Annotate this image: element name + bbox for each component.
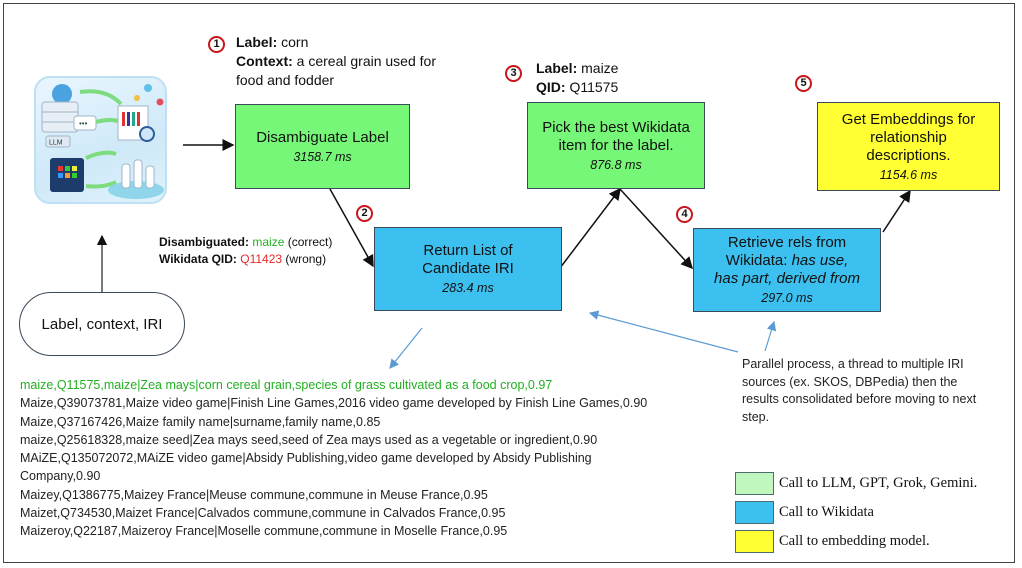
arrow-step1-to-step2 bbox=[329, 188, 374, 268]
box-duration: 283.4 ms bbox=[442, 281, 494, 295]
network-gear-icon bbox=[52, 84, 72, 104]
box-duration: 297.0 ms bbox=[761, 291, 813, 305]
step-2-annotation: Disambiguated: maize (correct) Wikidata … bbox=[159, 235, 333, 266]
box-title-line: Pick the best Wikidata bbox=[542, 118, 690, 136]
llm-badge bbox=[45, 135, 71, 148]
legend-swatch-embedding bbox=[735, 530, 774, 553]
box-duration: 3158.7 ms bbox=[293, 149, 352, 164]
candidate-row-selected: maize,Q11575,maize|Zea mays|corn cereal … bbox=[20, 378, 553, 392]
step-1-annotation: Label: corn Context: a cereal grain used… bbox=[236, 34, 436, 88]
box-title: Disambiguate Label bbox=[256, 128, 389, 146]
legend: Call to LLM, GPT, Grok, Gemini. Call to … bbox=[735, 469, 977, 556]
legend-item-wikidata: Call to Wikidata bbox=[735, 498, 977, 527]
arrow-step4-to-step5 bbox=[882, 189, 911, 233]
box-title-line: Return List of bbox=[423, 242, 513, 259]
box-title-line: Get Embeddings for bbox=[841, 110, 976, 128]
svg-text:•••: ••• bbox=[79, 119, 88, 128]
legend-item-embedding: Call to embedding model. bbox=[735, 527, 977, 556]
box-duration: 876.8 ms bbox=[590, 157, 642, 172]
step-1-marker: 1 bbox=[208, 36, 225, 53]
candidate-iri-box: Return List of Candidate IRI 283.4 ms bbox=[374, 227, 562, 311]
arrow-step3-to-step4 bbox=[619, 188, 694, 270]
pick-best-item-box: Pick the best Wikidata item for the labe… bbox=[527, 102, 705, 189]
legend-swatch-llm bbox=[735, 472, 774, 495]
candidate-row: maize,Q25618328,maize seed|Zea mays seed… bbox=[20, 432, 598, 447]
box-duration: 1154.6 ms bbox=[879, 167, 938, 182]
disambiguate-label-box: Disambiguate Label 3158.7 ms bbox=[235, 104, 410, 189]
step-2-marker: 2 bbox=[356, 205, 373, 222]
step-4-marker: 4 bbox=[676, 206, 693, 223]
candidate-row: Maizet,Q734530,Maizet France|Calvados co… bbox=[20, 506, 506, 521]
step-3-marker: 3 bbox=[505, 65, 522, 82]
step-3-annotation: Label: maize QID: Q11575 bbox=[536, 60, 619, 95]
box-title-line: item for the label. bbox=[558, 136, 674, 154]
svg-text:LLM: LLM bbox=[49, 140, 63, 147]
callout-parallel-to-step4 bbox=[764, 320, 777, 352]
input-label: Label, context, IRI bbox=[41, 315, 163, 333]
embeddings-box: Get Embeddings for relationship descript… bbox=[817, 102, 1000, 191]
candidate-row: Maizeroy,Q22187,Maizeroy France|Moselle … bbox=[20, 524, 508, 539]
candidate-row: Maize,Q37167426,Maize family name|surnam… bbox=[20, 414, 381, 429]
parallel-process-note: Parallel process, a thread to multiple I… bbox=[742, 357, 977, 424]
magnifier-icon bbox=[139, 126, 155, 142]
retrieve-rels-box: Retrieve rels from Wikidata: has use, ha… bbox=[693, 228, 881, 312]
pipeline-illustration: ••• LLM bbox=[34, 76, 167, 204]
candidate-list: maize,Q11575,maize|Zea mays|corn cereal … bbox=[20, 376, 710, 541]
callout-parallel-to-step2 bbox=[588, 310, 739, 353]
box-title-line: Candidate IRI bbox=[422, 260, 514, 277]
step-5-marker: 5 bbox=[795, 75, 812, 92]
box-title-line: Retrieve rels from bbox=[727, 234, 847, 251]
callout-step2-to-candidates bbox=[389, 327, 423, 369]
candidate-row: Maize,Q39073781,Maize video game|Finish … bbox=[20, 396, 648, 411]
candidate-row: Maizey,Q1386775,Maizey France|Meuse comm… bbox=[20, 487, 488, 502]
server-stack-icon bbox=[41, 101, 79, 133]
diagram-frame bbox=[3, 3, 1015, 563]
legend-swatch-wikidata bbox=[735, 501, 774, 524]
legend-item-llm: Call to LLM, GPT, Grok, Gemini. bbox=[735, 469, 977, 498]
box-title-line: descriptions. bbox=[866, 146, 951, 164]
chat-bubble-icon bbox=[73, 115, 97, 131]
candidate-row: MAiZE,Q135072072,MAiZE video game|Absidy… bbox=[20, 451, 592, 484]
box-title-line: has part, derived from bbox=[714, 270, 860, 287]
input-terminator: Label, context, IRI bbox=[19, 292, 185, 356]
arrow-step2-to-step3 bbox=[559, 187, 621, 269]
box-title-line: Wikidata: has use, bbox=[725, 252, 849, 269]
box-title-line: relationship bbox=[870, 128, 947, 146]
